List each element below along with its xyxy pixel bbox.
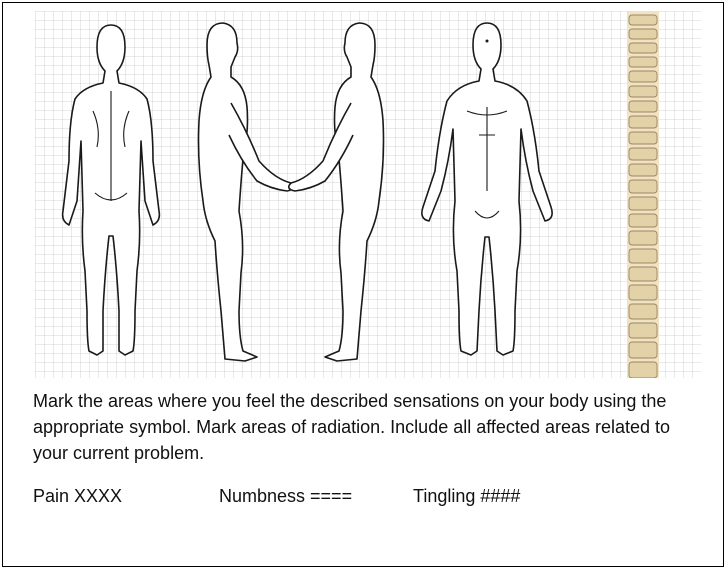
legend-numbness: Numbness ==== [219,483,352,509]
body-diagram-chart [35,11,701,378]
body-diagram-svg [35,11,701,378]
spine-view[interactable] [627,11,659,378]
legend-pain: Pain XXXX [33,483,122,509]
legend-tingling: Tingling #### [413,483,520,509]
instructions-text: Mark the areas where you feel the descri… [33,388,703,466]
